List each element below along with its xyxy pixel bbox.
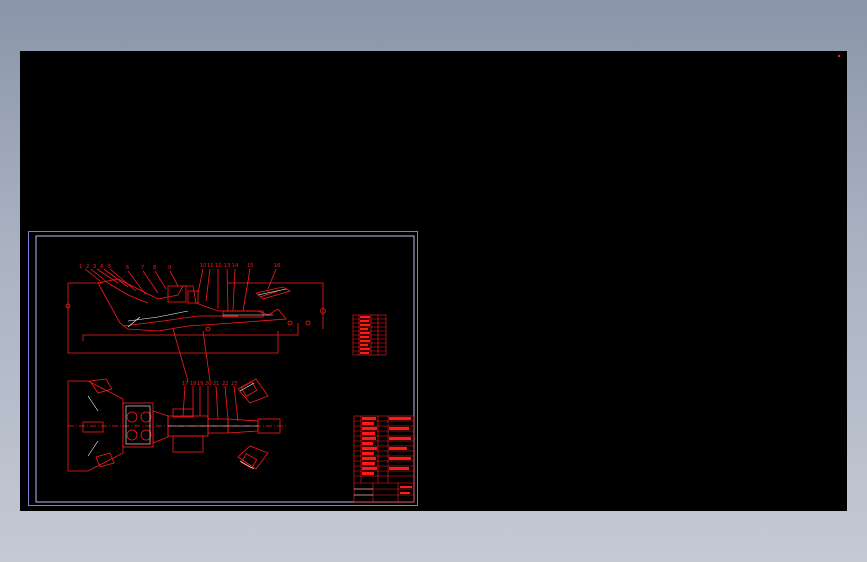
plan-view bbox=[67, 378, 288, 472]
balloon-1: 1 bbox=[79, 264, 82, 270]
title-block-fill bbox=[362, 417, 412, 494]
balloon-11: 11 bbox=[207, 263, 213, 269]
balloon-20: 20 bbox=[205, 381, 211, 387]
parts-list-table bbox=[352, 314, 387, 356]
balloon-18: 18 bbox=[190, 381, 196, 387]
balloon-23: 23 bbox=[231, 381, 237, 387]
balloon-22: 22 bbox=[222, 381, 228, 387]
plan-view-accents bbox=[87, 382, 258, 470]
balloon-6: 6 bbox=[126, 265, 129, 271]
balloon-5: 5 bbox=[108, 264, 111, 270]
balloon-8: 8 bbox=[153, 265, 156, 271]
balloon-13: 13 bbox=[224, 263, 230, 269]
balloon-row-top: 1 2 3 4 5 6 7 8 9 10 11 12 13 14 15 16 bbox=[79, 263, 280, 271]
cad-model-space[interactable] bbox=[20, 51, 847, 511]
side-view bbox=[65, 268, 326, 382]
balloon-2: 2 bbox=[86, 264, 89, 270]
side-view-accents bbox=[127, 288, 287, 328]
balloon-10: 10 bbox=[200, 263, 206, 269]
balloon-21: 21 bbox=[213, 381, 219, 387]
balloon-16: 16 bbox=[274, 263, 280, 269]
balloon-row-bottom: 17 18 19 20 21 22 23 bbox=[182, 381, 237, 387]
balloon-12: 12 bbox=[215, 263, 221, 269]
balloon-15: 15 bbox=[247, 263, 253, 269]
balloon-9: 9 bbox=[168, 265, 171, 271]
sheet-inner-border bbox=[35, 235, 415, 503]
title-block-accents bbox=[354, 488, 373, 496]
drawing-sheet[interactable]: 1 2 3 4 5 6 7 8 9 10 11 12 13 14 15 16 bbox=[28, 231, 418, 506]
balloon-3: 3 bbox=[93, 264, 96, 270]
ucs-origin-icon bbox=[838, 55, 840, 57]
sheet-outer-border bbox=[28, 231, 418, 506]
balloon-7: 7 bbox=[141, 265, 144, 271]
parts-list-fill bbox=[360, 316, 370, 354]
balloon-14: 14 bbox=[232, 263, 238, 269]
balloon-17: 17 bbox=[182, 381, 188, 387]
balloon-4: 4 bbox=[100, 264, 103, 270]
balloon-19: 19 bbox=[197, 381, 203, 387]
